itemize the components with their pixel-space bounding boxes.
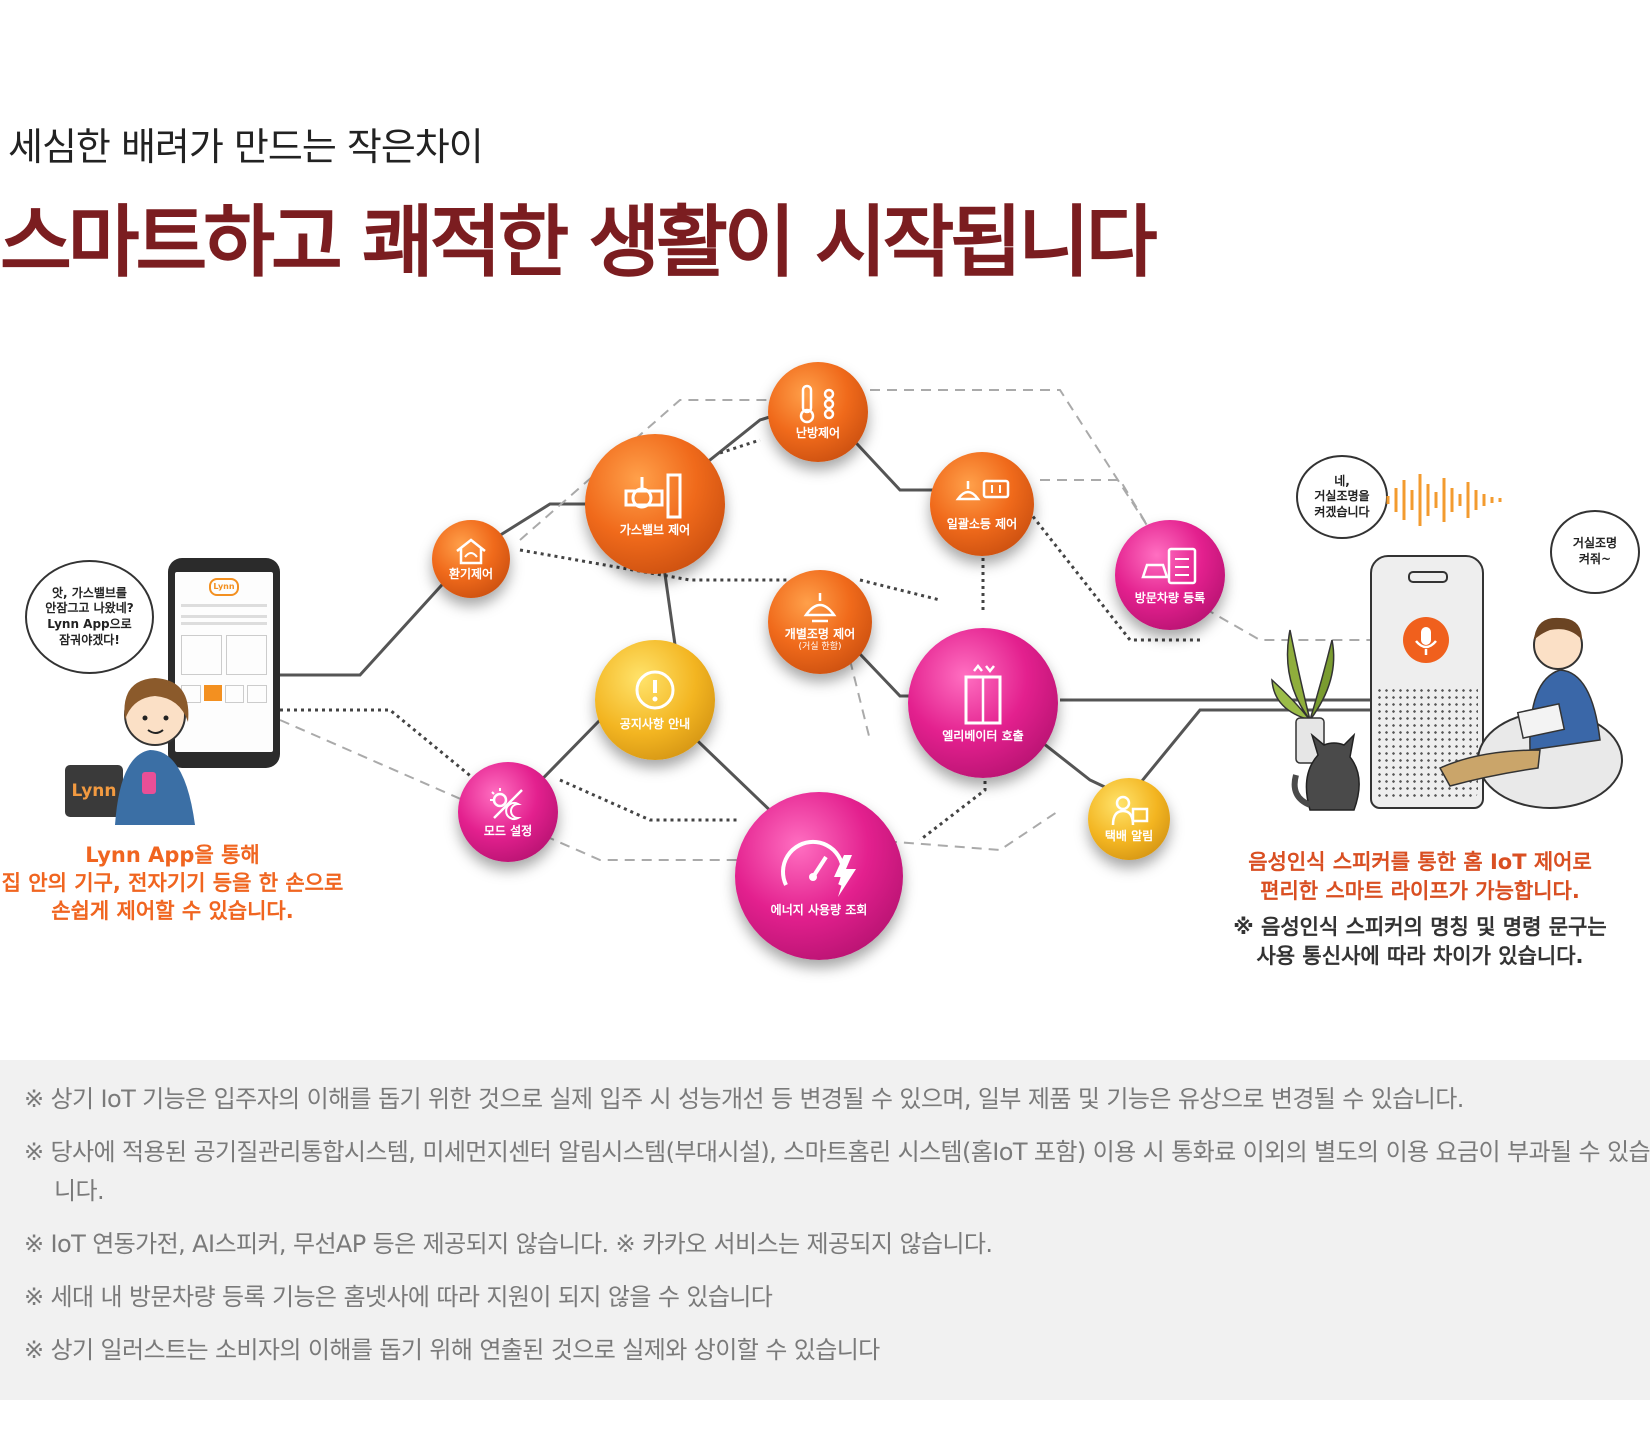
dotted-vent-light <box>519 548 790 582</box>
right-caption-line: 음성인식 스피커를 통한 홈 IoT 제어로 <box>1248 850 1592 874</box>
right-caption-note: ※ 음성인식 스피커의 명칭 및 명령 문구는 <box>1233 914 1607 939</box>
lamp-switch-icon <box>955 479 1010 500</box>
page-title: 스마트하고 쾌적한 생활이 시작됩니다 <box>0 198 1158 288</box>
microphone-icon <box>1403 617 1449 663</box>
left-caption: Lynn App을 통해 집 안의 기구, 전자기기 등을 한 손으로 손쉽게 … <box>0 842 345 926</box>
dashed-standby-visitor <box>1040 479 1151 531</box>
node-gas-valve-label: 가스밸브 제어 <box>619 522 691 537</box>
dashed-light-energy <box>849 659 871 741</box>
node-light-label: 개별조명 제어(거실 한함) <box>777 627 863 653</box>
car-clipboard-icon <box>1141 547 1197 584</box>
node-elevator-label: 엘리베이터 호출 <box>942 728 1024 743</box>
cat-illustration <box>1291 732 1360 811</box>
man-illustration <box>1438 617 1623 809</box>
speaker-bubble-line: 켜겠습니다 <box>1314 504 1370 519</box>
page-subtitle: 세심한 배려가 만드는 작은차이 <box>8 125 484 169</box>
node-notice-label: 공지사항 안내 <box>619 716 691 731</box>
node-ventilation[interactable]: 환기제어 <box>432 520 510 598</box>
phone-screen: Lynn <box>175 572 273 752</box>
smartphone: Lynn <box>168 558 280 768</box>
left-caption-line: 집 안의 기구, 전자기기 등을 한 손으로 <box>1 870 344 895</box>
sun-moon-icon <box>490 787 523 820</box>
thermometer-icon <box>799 384 835 423</box>
node-elevator[interactable]: 엘리베이터 호출 <box>908 628 1058 778</box>
disclaimer-item: ※ 상기 IoT 기능은 입주자의 이해를 돕기 위한 것으로 실제 입주 시 … <box>24 1085 1464 1113</box>
plant-illustration <box>1271 629 1335 764</box>
disclaimer-item: ※ 세대 내 방문차량 등록 기능은 홈넷사에 따라 지원이 되지 않을 수 있… <box>24 1283 773 1311</box>
speaker-bubble-line: 네, <box>1334 473 1350 488</box>
elevator-icon <box>964 663 1002 725</box>
line-phone-ventilation <box>280 552 472 677</box>
dotted-standby-speaker <box>1018 499 1200 642</box>
disclaimer-section: ※ 상기 IoT 기능은 입주자의 이해를 돕기 위한 것으로 실제 입주 시 … <box>0 1060 1650 1400</box>
gas-valve-icon <box>624 473 682 519</box>
node-heating-label: 난방제어 <box>795 425 841 440</box>
man-bubble-line: 켜줘~ <box>1578 552 1612 566</box>
disclaimer-item: ※ 상기 일러스트는 소비자의 이해를 돕기 위해 연출된 것으로 실제와 상이… <box>24 1336 880 1364</box>
disclaimer-item: ※ IoT 연동가전, AI스피커, 무선AP 등은 제공되지 않습니다. ※ … <box>24 1230 993 1258</box>
woman-bubble-line: 잠궈야겠다! <box>59 632 120 647</box>
exclamation-icon <box>635 670 675 710</box>
woman-bubble-line: 앗, 가스밸브를 <box>52 585 127 600</box>
node-visitor-car-label: 방문차량 등록 <box>1134 590 1206 605</box>
woman-bubble-line: Lynn App으로 <box>47 617 132 631</box>
node-ventilation-label: 환기제어 <box>448 566 494 581</box>
node-energy[interactable]: 에너지 사용량 조회 <box>735 792 903 960</box>
man-speech-bubble: 거실조명 켜줘~ <box>1550 510 1640 594</box>
left-caption-line: Lynn App을 통해 <box>85 843 260 867</box>
node-standby-power-label: 일괄소등 제어 <box>946 516 1018 531</box>
right-caption-note: 사용 통신사에 따라 차이가 있습니다. <box>1256 944 1584 969</box>
gauge-lightning-icon <box>781 839 856 897</box>
delivery-person-icon <box>1111 795 1149 825</box>
node-light-title: 개별조명 제어 <box>784 627 856 642</box>
dashed-vent-heating <box>519 399 780 541</box>
dashed-visitor-speaker <box>1189 599 1380 641</box>
woman-bubble-line: 안잠그고 나왔네? <box>45 601 134 616</box>
node-delivery-label: 택배 알림 <box>1104 828 1154 843</box>
node-standby-power[interactable]: 일괄소등 제어 <box>930 452 1034 556</box>
node-mode[interactable]: 모드 설정 <box>458 762 558 862</box>
phone-app-logo: Lynn <box>209 578 239 596</box>
node-delivery[interactable]: 택배 알림 <box>1088 778 1170 860</box>
dotted-phone-mode <box>280 708 513 812</box>
woman-illustration <box>115 678 195 825</box>
sound-wave-icon <box>1386 474 1502 526</box>
dotted-energy-mode <box>559 778 740 822</box>
dotted-light-elevator <box>859 578 941 602</box>
speaker-bubble-line: 거실조명을 <box>1314 489 1370 504</box>
disclaimer-item: ※ 당사에 적용된 공기질관리통합시스템, 미세먼지센터 알림시스템(부대시설)… <box>24 1138 1650 1205</box>
node-mode-label: 모드 설정 <box>483 823 533 838</box>
woman-speech-bubble: 앗, 가스밸브를 안잠그고 나왔네? Lynn App으로 잠궈야겠다! <box>25 560 154 674</box>
node-heating[interactable]: 난방제어 <box>768 362 868 462</box>
speaker-speech-bubble: 네, 거실조명을 켜겠습니다 <box>1296 455 1388 539</box>
dotted-gas-heating <box>719 438 761 455</box>
lynn-badge: Lynn <box>65 765 123 817</box>
ceiling-light-icon <box>803 593 837 623</box>
node-energy-label: 에너지 사용량 조회 <box>770 902 868 917</box>
right-caption: 음성인식 스피커를 통한 홈 IoT 제어로 편리한 스마트 라이프가 가능합니… <box>1225 848 1615 972</box>
right-caption-line: 편리한 스마트 라이프가 가능합니다. <box>1260 879 1580 904</box>
house-ventilation-icon <box>456 538 486 564</box>
dashed-heating-visitor <box>870 389 1151 531</box>
left-caption-line: 손쉽게 제어할 수 있습니다. <box>51 898 294 923</box>
node-gas-valve[interactable]: 가스밸브 제어 <box>585 434 725 574</box>
node-light[interactable]: 개별조명 제어(거실 한함) <box>768 570 872 674</box>
node-light-subtitle: (거실 한함) <box>798 642 842 653</box>
dashed-energy-delivery <box>869 809 1061 852</box>
node-visitor-car[interactable]: 방문차량 등록 <box>1115 520 1225 630</box>
man-bubble-line: 거실조명 <box>1572 536 1618 551</box>
node-notice[interactable]: 공지사항 안내 <box>595 640 715 760</box>
